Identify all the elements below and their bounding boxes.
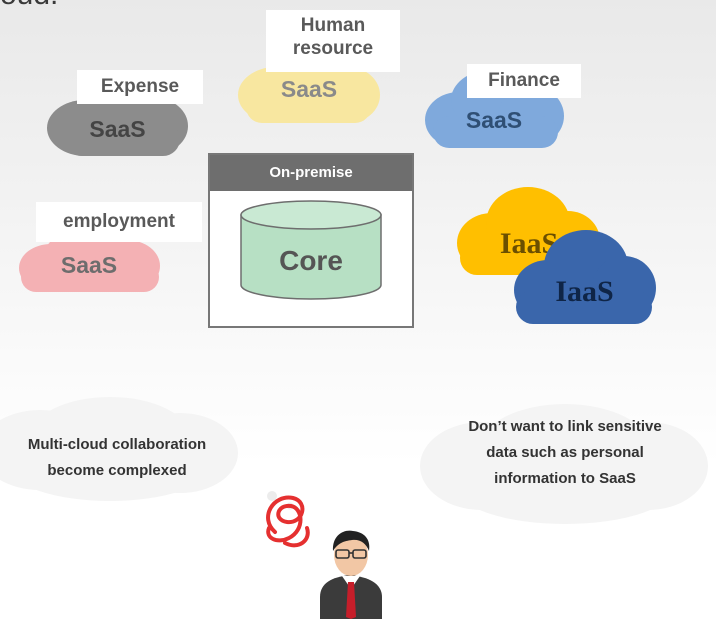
cloud-icon: [514, 230, 656, 324]
core-label: Core: [279, 245, 343, 276]
employment-saas-cloud: SaaS: [17, 228, 161, 294]
expense-label: Expense: [77, 70, 203, 104]
cloud-icon: [457, 187, 600, 275]
thought-right-line3: information to SaaS: [494, 470, 636, 487]
human-resource-saas-text: SaaS: [280, 76, 338, 102]
finance-saas-text: SaaS: [465, 107, 523, 133]
employment-saas-text: SaaS: [60, 252, 118, 278]
onpremise-box: On-premise Core: [208, 153, 414, 328]
thought-right-line1: Don’t want to link sensitive: [468, 418, 662, 435]
iaas-blue-text: IaaS: [555, 275, 614, 308]
businessman-icon: [320, 530, 382, 619]
finance-label: Finance: [467, 64, 581, 98]
employment-label: employment: [36, 202, 202, 242]
iaas-blue-cloud: IaaS: [512, 228, 657, 325]
thought-right-line2: data such as personal: [486, 444, 644, 461]
thought-left-line2: become complexed: [47, 462, 187, 479]
page-title: oud.: [0, 0, 58, 12]
thought-left-line1: Multi-cloud collaboration: [27, 436, 207, 453]
database-cylinder-icon: [240, 200, 382, 300]
onpremise-header: On-premise: [210, 155, 412, 191]
confusion-scribble-icon: [266, 495, 310, 548]
thought-text-left: Multi-cloud collaboration become complex…: [0, 432, 234, 484]
human-resource-label: Human resource: [266, 10, 400, 72]
cloud-icon: [238, 55, 380, 123]
human-resource-label-line1: Human: [300, 15, 366, 36]
human-resource-label-line2: resource: [292, 38, 374, 59]
iaas-yellow-cloud: IaaS: [456, 187, 602, 277]
thought-text-right: Don’t want to link sensitive data such a…: [430, 414, 700, 492]
human-resource-saas-cloud: SaaS: [236, 55, 382, 125]
thought-cloud-left: [0, 397, 238, 501]
expense-saas-text: SaaS: [89, 116, 146, 142]
thought-cloud-right: [420, 404, 708, 524]
